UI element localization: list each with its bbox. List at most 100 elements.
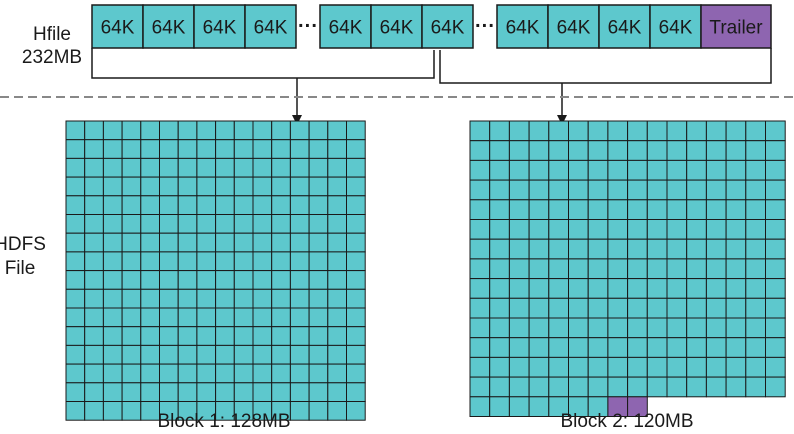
block2-cell bbox=[587, 179, 609, 201]
hfile-block-c1: 64K bbox=[547, 4, 600, 49]
block2-cell bbox=[646, 337, 668, 358]
block2-cell bbox=[765, 337, 786, 358]
block2-cell bbox=[745, 120, 766, 142]
block1-cell bbox=[252, 307, 273, 328]
hfile-block-a3: 64K bbox=[244, 4, 297, 49]
block1-cell bbox=[177, 382, 198, 402]
block2-cell bbox=[469, 396, 491, 417]
block2-cell bbox=[646, 199, 668, 221]
block2-cell bbox=[508, 219, 530, 240]
block2-cell bbox=[607, 159, 629, 181]
block1-cell bbox=[252, 363, 273, 384]
block1-cell bbox=[308, 195, 329, 216]
block1-cell bbox=[102, 270, 123, 290]
block1-cell bbox=[177, 214, 198, 234]
block2-cell bbox=[568, 159, 589, 181]
block1-cell bbox=[252, 251, 273, 272]
hfile-trailer: Trailer bbox=[700, 4, 772, 49]
block1-cell bbox=[289, 251, 310, 272]
block1-cell bbox=[252, 270, 273, 290]
block1-cell bbox=[65, 157, 86, 178]
block1-cell bbox=[308, 157, 329, 178]
block1-cell bbox=[271, 120, 291, 141]
block1-cell bbox=[271, 382, 291, 402]
block1-cell bbox=[215, 382, 235, 402]
block1-cell bbox=[102, 363, 123, 384]
block1-cell bbox=[65, 232, 86, 253]
block1-cell bbox=[327, 307, 347, 328]
block1-cell bbox=[102, 307, 123, 328]
block1-cell bbox=[233, 270, 254, 290]
block1-cell bbox=[84, 176, 104, 197]
block2-cell bbox=[627, 140, 648, 161]
block2-cell bbox=[489, 337, 510, 358]
block1-cell bbox=[271, 176, 291, 197]
block1-cell bbox=[233, 176, 254, 197]
block2-cell bbox=[646, 159, 668, 181]
block2-cell bbox=[705, 297, 727, 319]
block2-cell bbox=[705, 258, 727, 280]
block1-cell bbox=[177, 288, 198, 309]
block1-cell bbox=[121, 344, 142, 365]
block2-cell bbox=[489, 219, 510, 240]
block1-cell bbox=[84, 382, 104, 402]
block1-cell bbox=[65, 344, 86, 365]
block1-cell bbox=[177, 195, 198, 216]
block2-cell bbox=[745, 159, 766, 181]
block2-cell bbox=[646, 238, 668, 260]
block1-cell bbox=[233, 214, 254, 234]
block2-cell bbox=[469, 238, 491, 260]
block2-cell bbox=[528, 140, 550, 161]
block1-cell bbox=[65, 251, 86, 272]
block1-cell bbox=[215, 157, 235, 178]
block1-cell bbox=[65, 139, 86, 159]
block1-cell bbox=[177, 270, 198, 290]
block2-cell bbox=[508, 159, 530, 181]
block1-cell bbox=[233, 251, 254, 272]
block1-caption: Block 1: 128MB bbox=[157, 411, 290, 432]
block2-cell bbox=[548, 356, 569, 378]
block2-cell bbox=[469, 297, 491, 319]
block2-cell bbox=[705, 376, 727, 398]
block2-trailer-cell bbox=[627, 396, 648, 417]
block1-cell bbox=[65, 363, 86, 384]
block2-cell bbox=[646, 278, 668, 299]
block1-cell bbox=[196, 214, 217, 234]
block1-cell bbox=[271, 270, 291, 290]
block1-cell bbox=[215, 232, 235, 253]
block1-cell bbox=[327, 326, 347, 346]
block2-cell bbox=[705, 179, 727, 201]
block2-cell bbox=[469, 120, 491, 142]
block2-cell bbox=[489, 297, 510, 319]
block2-cell bbox=[627, 120, 648, 142]
block2-cell bbox=[765, 140, 786, 161]
block1-cell bbox=[327, 288, 347, 309]
block1-cell bbox=[140, 232, 161, 253]
block1-cell bbox=[65, 326, 86, 346]
block1-cell bbox=[346, 139, 366, 159]
block1-cell bbox=[140, 251, 161, 272]
block2-cell bbox=[745, 179, 766, 201]
block1-cell bbox=[289, 195, 310, 216]
block2-cell bbox=[568, 179, 589, 201]
block2-cell bbox=[666, 219, 688, 240]
block2-cell bbox=[548, 219, 569, 240]
block1-cell bbox=[346, 401, 366, 421]
block2-cell bbox=[705, 159, 727, 181]
block1-cell bbox=[65, 270, 86, 290]
block1-cell bbox=[159, 195, 179, 216]
block1-cell bbox=[140, 382, 161, 402]
block1-cell bbox=[289, 232, 310, 253]
block2-cell bbox=[469, 317, 491, 339]
block2-cell bbox=[725, 219, 747, 240]
block1-cell bbox=[271, 232, 291, 253]
block1-cell bbox=[140, 326, 161, 346]
block2-cell bbox=[765, 199, 786, 221]
block1-cell bbox=[140, 344, 161, 365]
block2-cell bbox=[627, 376, 648, 398]
block1-cell bbox=[346, 363, 366, 384]
block2-cell bbox=[745, 140, 766, 161]
block1-cell bbox=[289, 139, 310, 159]
block1-cell bbox=[121, 214, 142, 234]
block1-bracket bbox=[91, 48, 435, 79]
